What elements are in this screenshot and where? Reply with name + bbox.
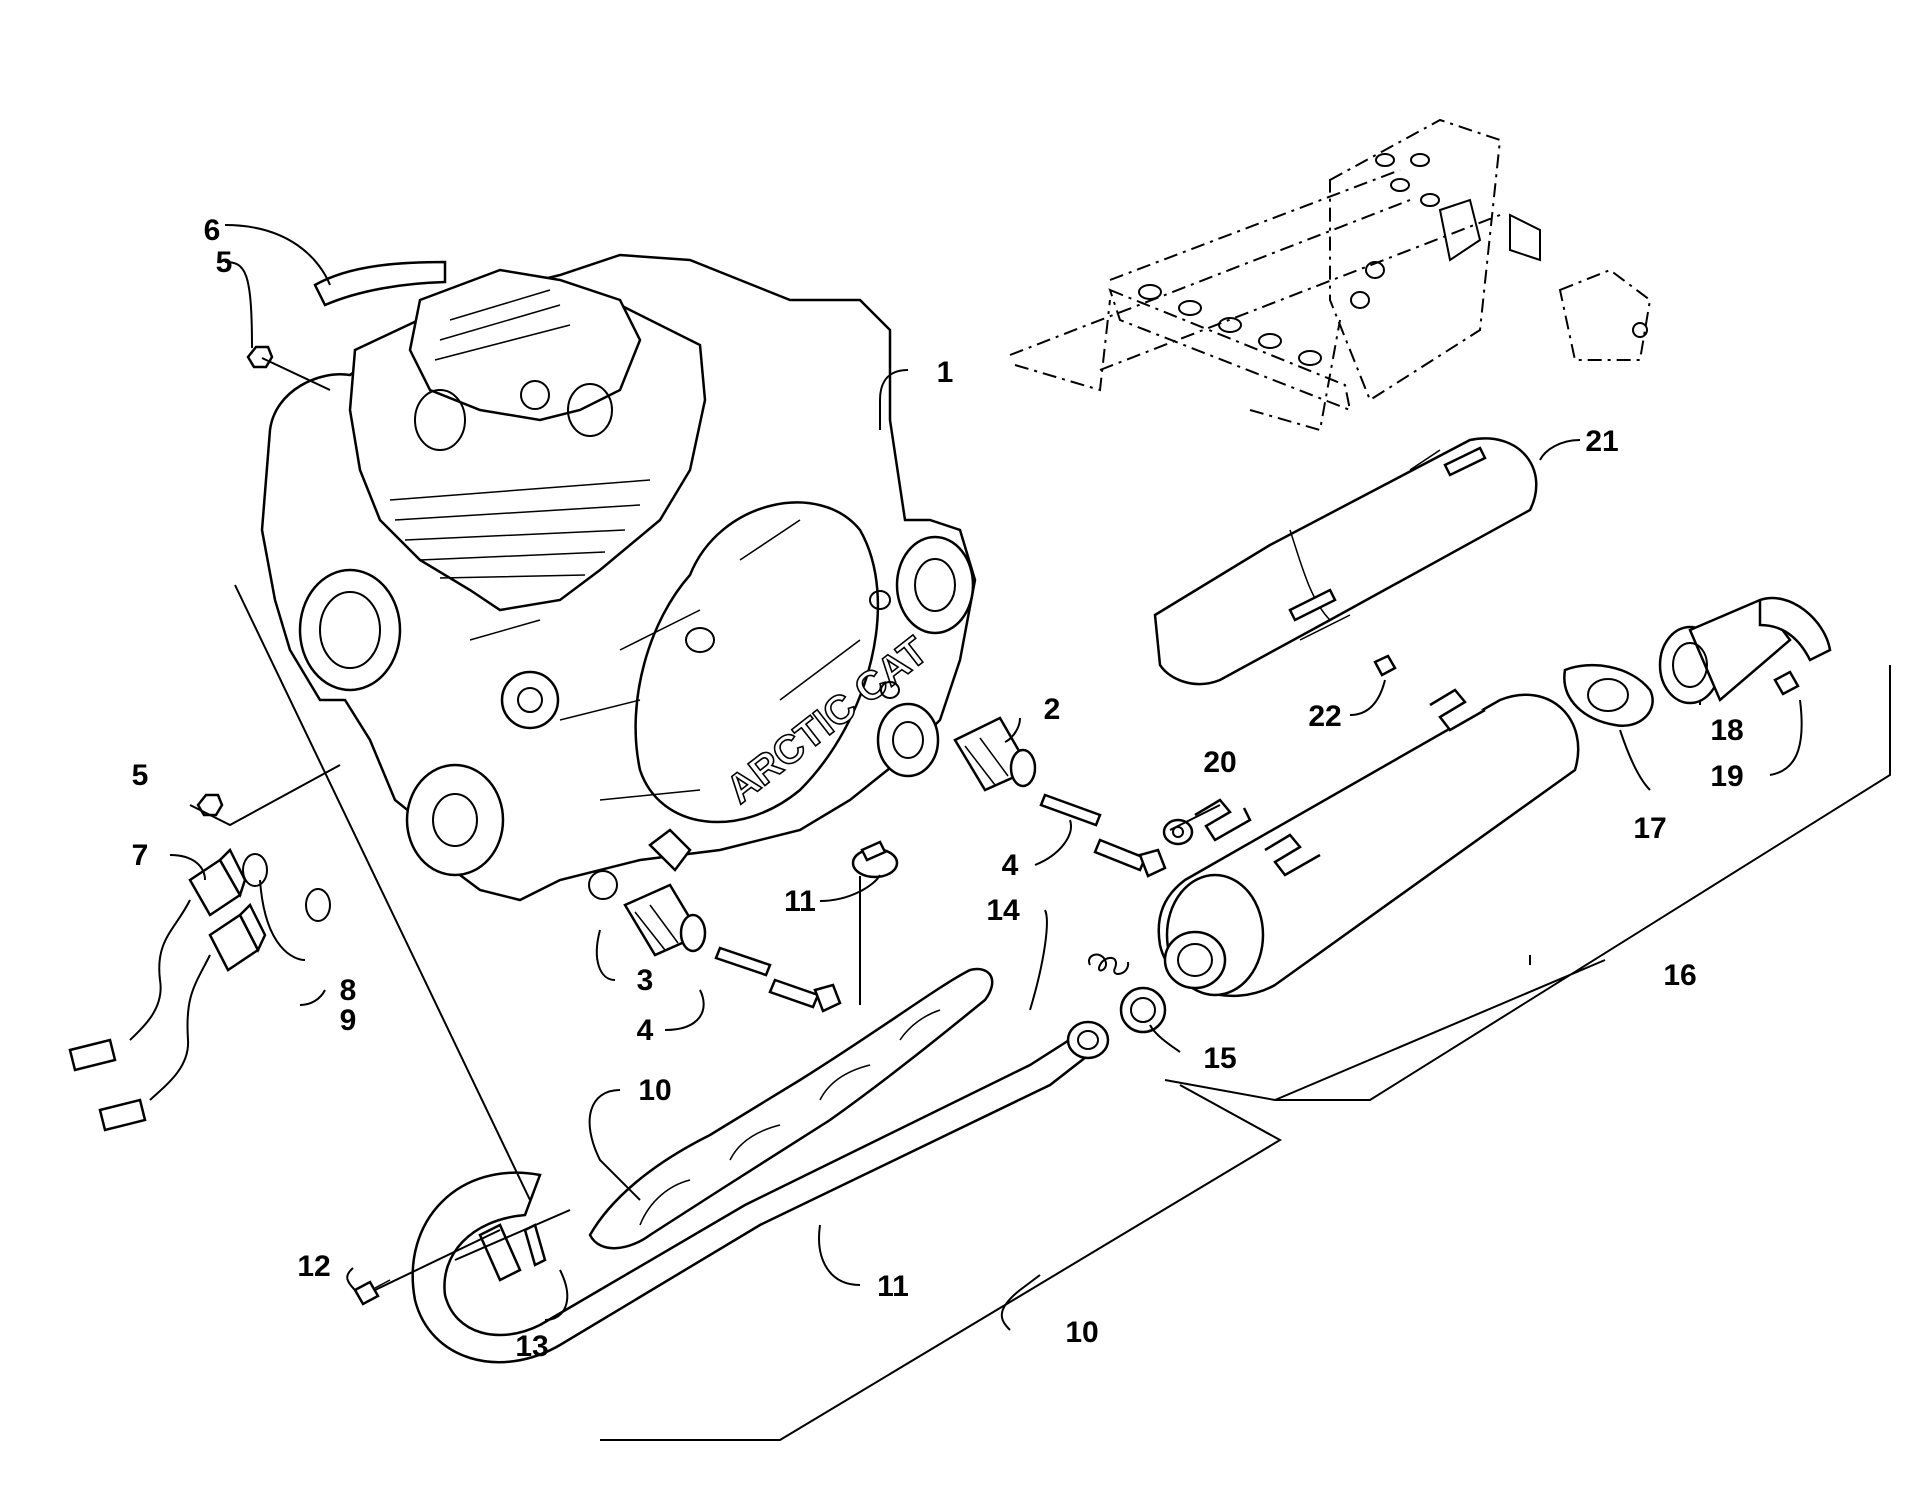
part-12-pipe-shield <box>588 967 994 1250</box>
callout-5b: 5 <box>132 759 149 792</box>
part-18-muffler <box>1157 688 1580 998</box>
callout-20: 18 <box>1710 714 1743 747</box>
frame-holes <box>1138 153 1648 366</box>
callout-labels: 6 5 1 21 2 22 18 20 19 5 17 7 4 11 14 3 … <box>132 214 1744 1363</box>
part-14-bolt <box>353 1279 391 1306</box>
callout-10: 10 <box>1065 1316 1098 1349</box>
part-22-grommet <box>1162 818 1194 846</box>
callout-4b: 4 <box>637 1014 654 1047</box>
callout-5a: 5 <box>216 246 233 279</box>
part-3-plug <box>623 883 707 957</box>
callout-23: 21 <box>1585 425 1618 458</box>
callout-14: 12 <box>297 1250 330 1283</box>
callout-17: 15 <box>1203 1042 1236 1075</box>
callout-15: 13 <box>515 1330 548 1363</box>
engine-assembly: ARCTIC CAT <box>260 253 977 902</box>
part-6-decal <box>313 260 447 307</box>
part-4-bolt-lower <box>714 946 842 1013</box>
callout-7: 7 <box>132 839 149 872</box>
callout-2: 2 <box>1044 693 1061 726</box>
part-19-gasket <box>1563 663 1654 728</box>
callout-1: 1 <box>937 356 954 389</box>
part-5-nut-top <box>246 345 274 369</box>
callout-21: 19 <box>1710 760 1743 793</box>
part-4-bolt-upper <box>1039 793 1167 878</box>
callout-22: 20 <box>1203 746 1236 779</box>
callout-4a: 4 <box>1002 849 1019 882</box>
part-16-spring <box>1088 953 1130 975</box>
callout-11: 11 <box>877 1270 909 1303</box>
part-7-sensor <box>68 847 247 1072</box>
part-17-gasket <box>1119 986 1167 1034</box>
callout-24: 22 <box>1308 700 1341 733</box>
callout-8: 8 <box>340 974 357 1007</box>
frame-section <box>1009 118 1652 432</box>
callout-9: 9 <box>340 1004 357 1037</box>
callout-3: 3 <box>637 964 654 997</box>
part-5-nut-left <box>196 793 224 817</box>
part-20-spark-arrestor <box>1658 596 1832 705</box>
part-2-plug <box>953 716 1037 792</box>
leader-lines <box>169 224 1891 1441</box>
callout-13: 11 <box>784 885 816 918</box>
callout-18: 16 <box>1663 959 1696 992</box>
callout-12: 10 <box>638 1074 671 1107</box>
callout-6: 6 <box>204 214 221 247</box>
part-11-head-pipe <box>411 1020 1110 1364</box>
part-21-bolt <box>1773 670 1800 696</box>
callout-16: 14 <box>986 894 1020 927</box>
part-9-sensor <box>98 902 267 1132</box>
part-24-bolt <box>1373 654 1397 677</box>
part-15-gasket <box>478 1223 547 1282</box>
part-13-clamp <box>851 840 899 879</box>
callout-19: 17 <box>1633 812 1666 845</box>
part-23-heat-shield <box>1153 437 1538 686</box>
part-8-o-rings <box>242 853 618 922</box>
